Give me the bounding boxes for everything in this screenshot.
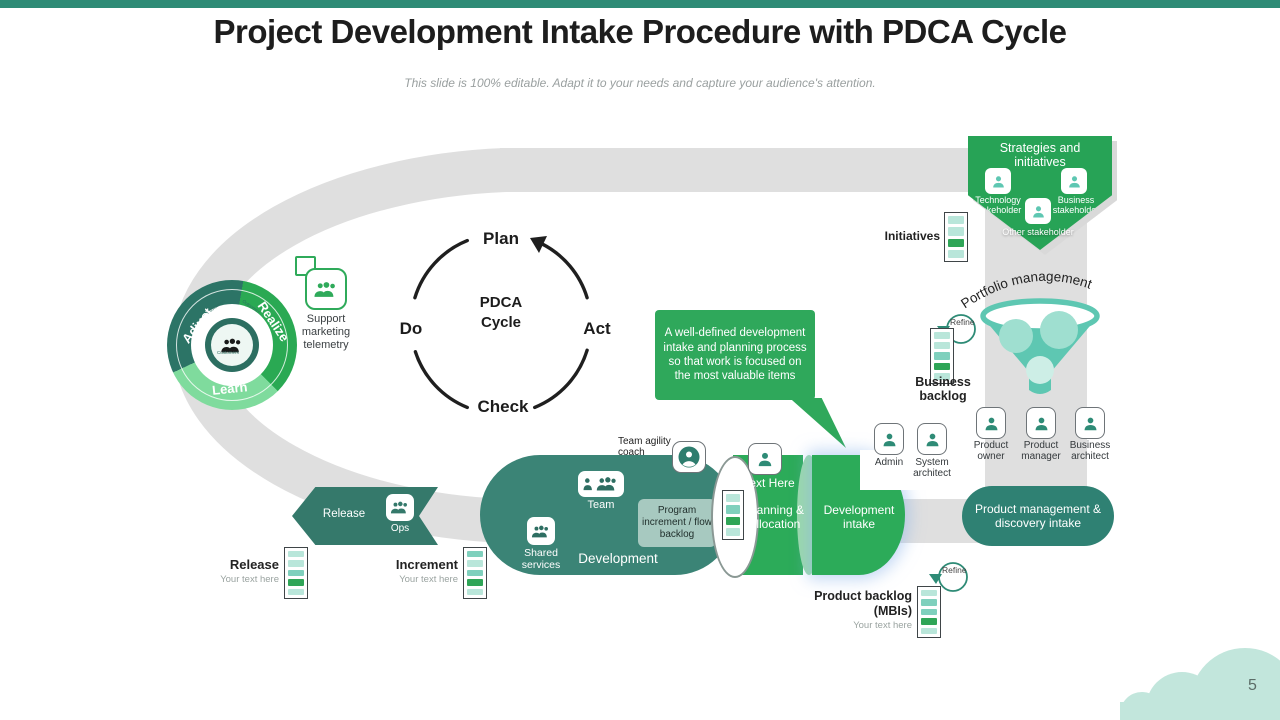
increment-milestone-title: Increment <box>395 557 458 572</box>
top-accent-bar <box>0 0 1280 8</box>
pipeline-backlog-icon <box>722 490 744 540</box>
initiatives-backlog-icon <box>944 212 968 262</box>
shared-services-label: Shared services <box>521 547 561 572</box>
release-arrow-label: Release <box>322 508 366 520</box>
release-arrow: Release Ops <box>292 487 438 545</box>
technology-stakeholder-label: Technology stakeholder <box>974 195 1022 215</box>
customers-people-icon <box>221 338 241 352</box>
portfolio-funnel: Portfolio management <box>958 269 1100 394</box>
page-title: Project Development Intake Procedure wit… <box>213 13 1067 50</box>
person-icon <box>926 433 938 446</box>
pdca-arrowhead-icon <box>530 236 547 253</box>
refine-top-label: Refine <box>950 317 975 327</box>
business-architect-icon <box>1075 407 1105 439</box>
pdca-check-label: Check <box>477 397 529 416</box>
pdca-do-label: Do <box>399 319 423 338</box>
refine-bottom-label: Refine <box>942 565 967 575</box>
person-icon <box>1068 175 1080 188</box>
text-here-person-icon <box>748 443 782 475</box>
strategies-pentagon-wrap: Strategies and initiatives Technology st… <box>968 136 1112 250</box>
person-icon <box>1032 205 1044 218</box>
product-mgmt-pill: Product management & discovery intake <box>962 486 1114 546</box>
team-label: Team <box>587 499 615 511</box>
technology-stakeholder-icon <box>985 168 1011 194</box>
person-icon <box>985 417 997 430</box>
corner-cloud <box>1120 702 1280 720</box>
loop-badge: Customers Outcomes Customers <box>167 280 297 410</box>
person-icon <box>883 433 895 446</box>
business-architect-label: Business architect <box>1069 440 1111 462</box>
system-architect-label: System architect <box>913 457 951 479</box>
business-backlog-icon <box>930 328 954 384</box>
release-milestone-subtitle: Your text here <box>220 574 279 585</box>
strategies-title: Strategies and initiatives <box>999 141 1081 170</box>
loop-badge-core-light <box>211 324 253 366</box>
development-label: Development <box>578 551 658 566</box>
program-increment-label: Program increment / flow backlog <box>641 505 713 540</box>
people-group-icon <box>583 477 616 491</box>
pdca-act-label: Act <box>583 319 611 338</box>
product-backlog-title: Product backlog (MBIs) <box>814 589 912 618</box>
callout-text: A well-defined development intake and pl… <box>663 327 807 383</box>
release-milestone-title: Release <box>229 557 279 572</box>
initiatives-label: Initiatives <box>884 229 940 243</box>
roles-card <box>860 450 966 490</box>
product-backlog-icon <box>917 586 941 638</box>
product-owner-label: Product owner <box>973 440 1009 462</box>
business-stakeholder-icon <box>1061 168 1087 194</box>
pdca-center-label: PDCA Cycle <box>479 294 523 331</box>
person-icon <box>1035 417 1047 430</box>
support-marketing-icon <box>305 268 347 310</box>
increment-backlog-icon <box>463 547 487 599</box>
release-backlog-icon <box>284 547 308 599</box>
planning-allocation-label: Planning & allocation <box>745 503 805 532</box>
ring-word-3: Customers <box>217 350 239 355</box>
person-icon <box>992 175 1004 188</box>
people-group-icon <box>531 525 548 537</box>
ops-label: Ops <box>390 523 410 534</box>
product-manager-icon <box>1026 407 1056 439</box>
loop-badge-ring <box>176 289 288 401</box>
other-stakeholder-icon <box>1025 198 1051 224</box>
admin-label: Admin <box>874 457 904 468</box>
business-stakeholder-label: Business stakeholder <box>1052 195 1100 215</box>
program-increment-box: Program increment / flow backlog <box>638 499 716 547</box>
page-number: 5 <box>1248 677 1257 694</box>
business-backlog-label: Business backlog <box>915 375 971 403</box>
team-agility-coach-label: Team agility coach <box>618 436 671 459</box>
product-owner-icon <box>976 407 1006 439</box>
refine-bottom-arrow-icon <box>929 562 968 592</box>
development-pill: Team Shared services Program increment /… <box>480 455 735 575</box>
system-architect-icon <box>917 423 947 455</box>
person-avatar-icon <box>678 446 700 468</box>
shared-services-icon <box>527 517 555 545</box>
team-agility-coach-icon <box>672 441 706 473</box>
person-icon <box>1084 417 1096 430</box>
callout-bubble: A well-defined development intake and pl… <box>655 310 815 400</box>
development-intake-label: Development intake <box>823 503 895 532</box>
person-icon <box>758 452 772 467</box>
product-mgmt-label: Product management & discovery intake <box>974 501 1102 530</box>
pdca-plan-label: Plan <box>483 229 519 248</box>
people-group-icon <box>314 281 335 297</box>
increment-milestone-subtitle: Your text here <box>399 574 458 585</box>
team-icon <box>578 471 624 497</box>
page-subtitle: This slide is 100% editable. Adapt it to… <box>404 76 876 90</box>
support-marketing-label: Support marketing telemetry <box>301 313 351 351</box>
text-here-label: Text Here <box>743 476 795 490</box>
other-stakeholder-label: Other stakeholder <box>1002 227 1074 237</box>
pdca-cycle-arcs <box>413 236 589 410</box>
product-backlog-subtitle: Your text here <box>853 620 912 631</box>
people-group-icon <box>390 501 407 514</box>
admin-icon <box>874 423 904 455</box>
ops-icon <box>386 494 414 521</box>
product-manager-label: Product manager <box>1021 440 1061 462</box>
